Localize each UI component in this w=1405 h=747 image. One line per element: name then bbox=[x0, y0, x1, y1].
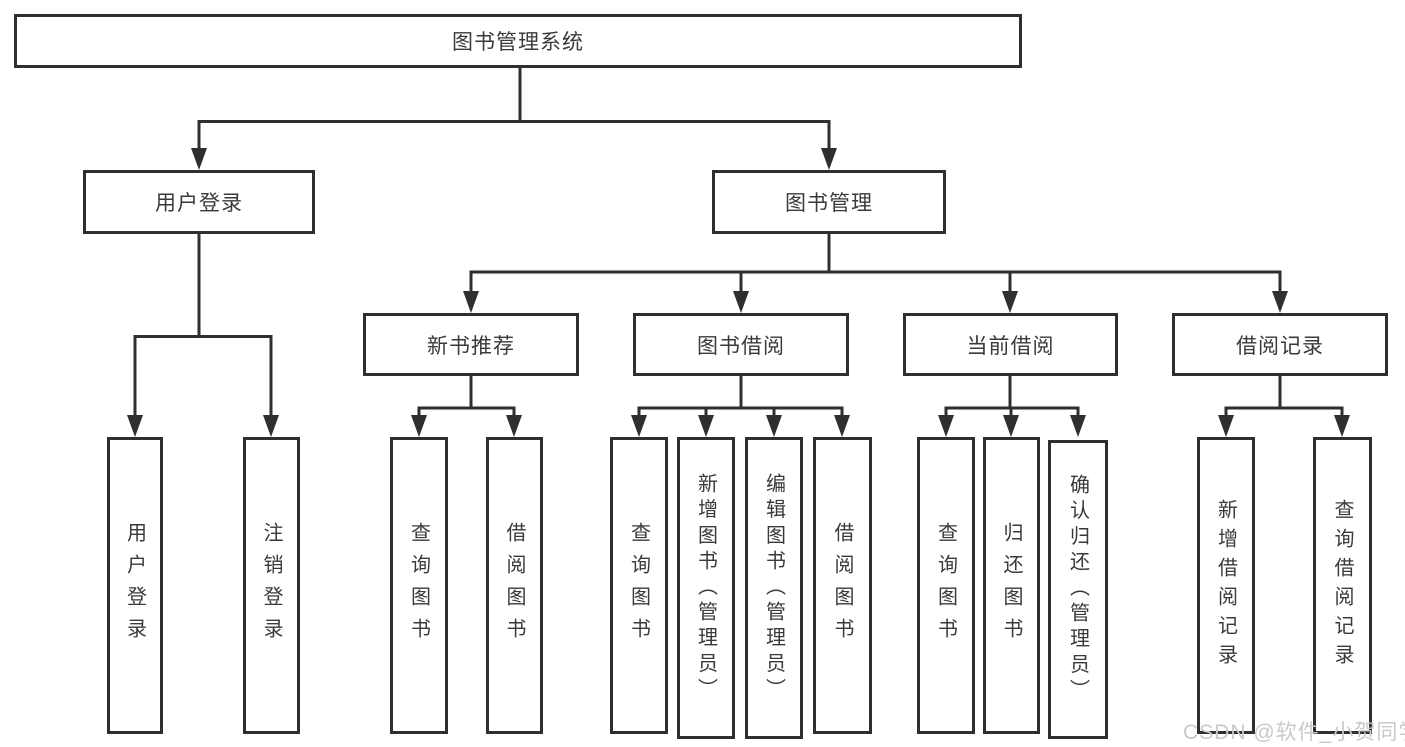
arrowhead bbox=[1070, 415, 1086, 437]
node-book-management: 图书管理 bbox=[712, 170, 946, 234]
arrowhead bbox=[191, 148, 207, 170]
leaf-borrow-books-2: 借阅图书 bbox=[813, 437, 872, 734]
node-user-login: 用户登录 bbox=[83, 170, 315, 234]
node-current-borrow: 当前借阅 bbox=[903, 313, 1118, 376]
leaf-query-books-3: 查询图书 bbox=[917, 437, 975, 734]
arrowhead bbox=[506, 415, 522, 437]
arrowhead bbox=[834, 415, 850, 437]
arrowhead bbox=[1002, 291, 1018, 313]
connector-new-book-recommend bbox=[411, 376, 522, 437]
arrowhead bbox=[698, 415, 714, 437]
leaf-add-borrow-record: 新增借阅记录 bbox=[1197, 437, 1255, 734]
node-book-borrow: 图书借阅 bbox=[633, 313, 849, 376]
connector-root-to-level2 bbox=[191, 68, 837, 170]
leaf-edit-books-admin: 编辑图书（管理员） bbox=[745, 437, 803, 739]
arrowhead bbox=[463, 291, 479, 313]
connector-borrow-records bbox=[1218, 376, 1350, 437]
leaf-query-borrow-record: 查询借阅记录 bbox=[1313, 437, 1372, 734]
connector-user-login-branch bbox=[127, 234, 279, 437]
arrowhead bbox=[127, 415, 143, 437]
node-new-book-recommend: 新书推荐 bbox=[363, 313, 579, 376]
leaf-query-books-2: 查询图书 bbox=[610, 437, 668, 734]
node-root-library-system: 图书管理系统 bbox=[14, 14, 1022, 68]
connector-book-borrow bbox=[631, 376, 850, 437]
leaf-logout: 注销登录 bbox=[243, 437, 300, 734]
leaf-query-books-1: 查询图书 bbox=[390, 437, 448, 734]
csdn-watermark: CSDN @软件_小贺同学 bbox=[1183, 721, 1405, 744]
arrowhead bbox=[411, 415, 427, 437]
leaf-borrow-books-1: 借阅图书 bbox=[486, 437, 543, 734]
connector-current-borrow bbox=[938, 376, 1086, 437]
arrowhead bbox=[821, 148, 837, 170]
arrowhead bbox=[1272, 291, 1288, 313]
arrowhead bbox=[766, 415, 782, 437]
leaf-confirm-return-admin: 确认归还（管理员） bbox=[1048, 440, 1108, 739]
arrowhead bbox=[631, 415, 647, 437]
arrowhead bbox=[263, 415, 279, 437]
leaf-return-books: 归还图书 bbox=[983, 437, 1040, 734]
arrowhead bbox=[733, 291, 749, 313]
arrowhead bbox=[1218, 415, 1234, 437]
connector-book-management-branch bbox=[463, 234, 1288, 313]
arrowhead bbox=[938, 415, 954, 437]
arrowhead bbox=[1334, 415, 1350, 437]
node-borrow-records: 借阅记录 bbox=[1172, 313, 1388, 376]
arrowhead bbox=[1003, 415, 1019, 437]
leaf-add-books-admin: 新增图书（管理员） bbox=[677, 437, 735, 739]
leaf-user-login: 用户登录 bbox=[107, 437, 163, 734]
